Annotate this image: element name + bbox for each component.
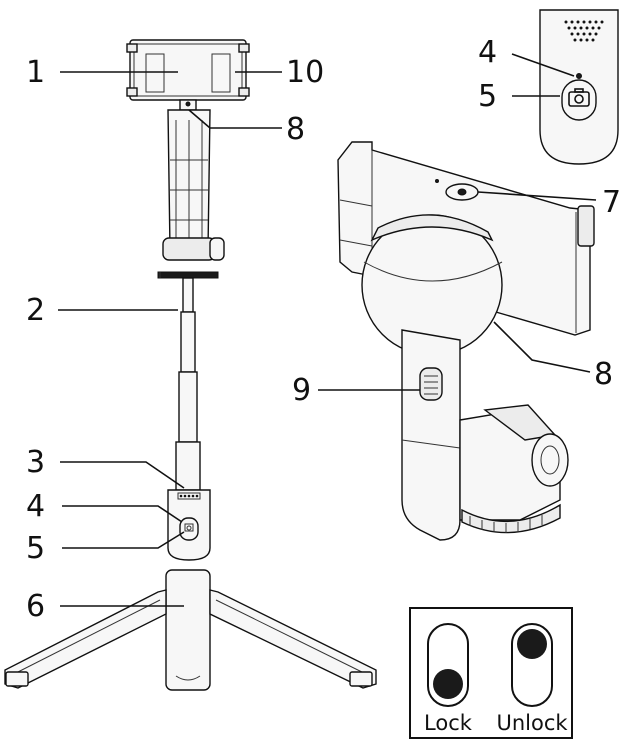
callout-3: 3 bbox=[26, 445, 45, 480]
callout-4-handle: 4 bbox=[26, 489, 45, 524]
callout-1: 1 bbox=[26, 55, 45, 90]
handle-with-remote bbox=[167, 489, 211, 561]
tripod bbox=[4, 569, 377, 691]
callout-10: 10 bbox=[286, 55, 324, 90]
unlock-knob bbox=[517, 629, 547, 659]
lock-knob bbox=[433, 669, 463, 699]
head-handle bbox=[401, 329, 461, 541]
selfie-stick-assembly bbox=[4, 39, 377, 691]
speaker-grille bbox=[564, 20, 604, 42]
unlock-label: Unlock bbox=[496, 711, 568, 735]
indicator-light bbox=[576, 73, 582, 79]
callout-9: 9 bbox=[292, 373, 311, 408]
lock-label: Lock bbox=[424, 711, 473, 735]
lock-switch-diagram bbox=[427, 623, 469, 707]
switch-legend-box: Lock Unlock bbox=[409, 607, 573, 739]
mount-knob bbox=[459, 404, 569, 534]
callout-6: 6 bbox=[26, 589, 45, 624]
rotating-arm bbox=[157, 109, 225, 279]
callout-8-clamp: 8 bbox=[286, 112, 305, 147]
callout-7: 7 bbox=[602, 185, 621, 220]
callout-5-handle: 5 bbox=[26, 531, 45, 566]
callout-8-head: 8 bbox=[594, 357, 613, 392]
callout-2: 2 bbox=[26, 293, 45, 328]
callout-4-inset: 4 bbox=[478, 35, 497, 70]
unlock-switch-diagram bbox=[511, 623, 553, 707]
lock-switch bbox=[435, 179, 479, 201]
head-closeup bbox=[318, 141, 597, 541]
telescopic-rod bbox=[175, 277, 201, 491]
left-callout-lines bbox=[58, 71, 282, 607]
phone-clamp bbox=[126, 39, 250, 111]
shutter-button bbox=[561, 79, 597, 121]
callout-5-inset: 5 bbox=[478, 79, 497, 114]
rotating-head bbox=[361, 214, 503, 356]
remote-inset bbox=[511, 9, 619, 165]
